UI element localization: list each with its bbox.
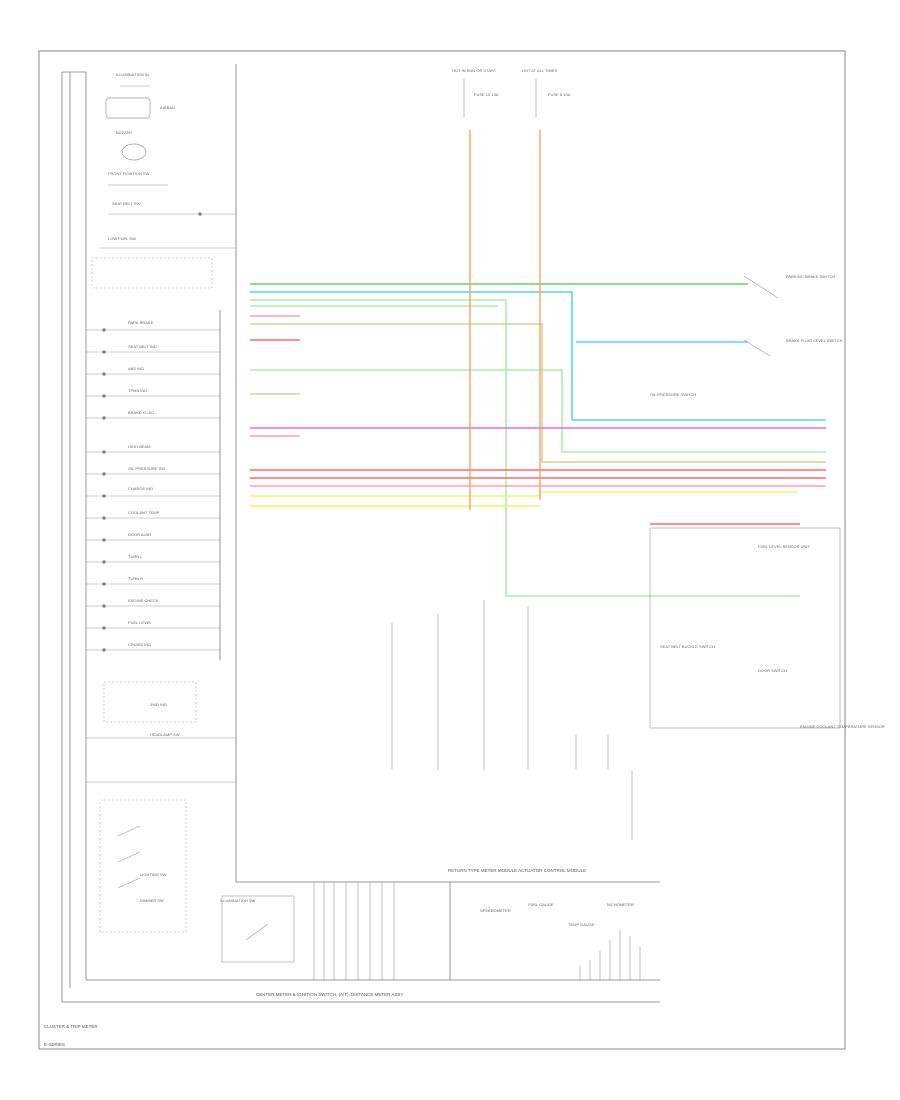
indicator-row: FUEL LEVEL	[86, 620, 220, 630]
left-label-seat-belt-sw: SEAT BELT SW	[112, 201, 141, 206]
buzzer-icon	[121, 143, 147, 161]
fuse-label-run-start: HOT IN RUN OR START	[452, 68, 497, 73]
indicator-row: PARK BRAKE	[86, 320, 220, 332]
airbag-lamp-icon	[105, 97, 151, 119]
indicator-row: CRUISE IND	[86, 642, 220, 652]
wire-harness	[250, 130, 826, 597]
component-oil-pressure: OIL PRESSURE SWITCH	[650, 392, 696, 397]
gauge-leads	[391, 600, 633, 840]
indicator-rows: PARK BRAKE SEAT BELT IND ABS IND TPMS IN…	[86, 310, 221, 660]
indicator-row: ABS IND	[86, 366, 220, 376]
left-label-low-fuel-sw: LOW FUEL SW	[108, 236, 136, 241]
indicator-label: TPMS IND	[128, 388, 147, 393]
left-label-headlamp-sw: HEADLAMP SW	[150, 732, 180, 737]
left-label-4wd-ind: 4WD IND	[150, 702, 167, 707]
indicator-label: ENGINE CHECK	[128, 598, 159, 603]
top-fuses: HOT IN RUN OR START FUSE 15 10A HOT AT A…	[452, 68, 571, 118]
meter-panel: ILLUMINATION SW SPEEDOMETER FUEL GAUGE T…	[220, 882, 641, 980]
indicator-row: TURN L	[86, 554, 220, 564]
left-label-airbag: AIRBAG	[160, 105, 175, 110]
cluster-frame	[61, 64, 660, 1003]
component-door-switch: DOOR SWITCH	[758, 668, 787, 673]
left-label-lighting-sw: LIGHTING SW	[140, 872, 167, 877]
indicator-label: FUEL LEVEL	[128, 620, 152, 625]
bus-lines	[313, 882, 395, 980]
component-brake-fluid: BRAKE FLUID LEVEL SWITCH	[786, 338, 843, 343]
indicator-row: TURN R	[86, 576, 220, 586]
meter-tachometer: TACHOMETER	[606, 902, 634, 907]
wire-cyan	[250, 291, 826, 421]
indicator-label: PARK BRAKE	[128, 320, 154, 325]
component-parking-brake: PARKING BRAKE SWITCH	[786, 274, 835, 279]
indicator-label: CRUISE IND	[128, 642, 151, 647]
right-components: PARKING BRAKE SWITCH BRAKE FLUID LEVEL S…	[649, 274, 885, 729]
wire-light-green	[250, 369, 826, 453]
left-label-illumination-in: ILLUMINATION IN	[116, 72, 149, 77]
left-label-front-position-sw: FRONT POSITION SW	[108, 171, 150, 176]
indicator-label: OIL PRESSURE SW	[128, 466, 165, 471]
center-label: RETURN TYPE METER MODULE ACTUATOR CONTRO…	[448, 868, 586, 873]
indicator-label: CHARGE IND	[128, 486, 153, 491]
fuse-label-all-times: HOT AT ALL TIMES	[522, 68, 557, 73]
left-label-dimmer-sw: DIMMER SW	[140, 898, 164, 903]
wire-yellow	[250, 491, 798, 497]
indicator-row: CHARGE IND	[86, 486, 220, 498]
indicator-label: TURN L	[128, 554, 143, 559]
indicator-row: ENGINE CHECK	[86, 598, 220, 608]
left-label-buzzer: BUZZER	[116, 130, 132, 135]
indicator-label: BRAKE FLUID	[128, 410, 154, 415]
wire-olive	[250, 323, 826, 463]
component-coolant-temp: ENGINE COOLANT TEMPERATURE SENSOR	[800, 724, 885, 729]
meter-speedometer: SPEEDOMETER	[480, 908, 511, 913]
indicator-row: TPMS IND	[86, 388, 220, 398]
indicator-row: OIL PRESSURE SW	[86, 466, 220, 476]
bottom-label: CENTER METER & IGNITION SWITCH, (A/T), D…	[256, 992, 403, 997]
indicator-label: DOOR AJAR	[128, 532, 151, 537]
indicator-row: DOOR AJAR	[86, 532, 220, 542]
indicator-label: COOLANT TEMP	[128, 510, 160, 515]
meter-fuel-gauge: FUEL GAUGE	[528, 902, 554, 907]
indicator-row: HIGH BEAM	[86, 444, 220, 454]
switch-box	[91, 257, 213, 289]
footer-caption: CLUSTER & TRIP METER	[44, 1024, 98, 1029]
diagram-border	[38, 50, 846, 1050]
fuse-value-all-times: FUSE 5 10A	[548, 92, 571, 97]
left-components: ILLUMINATION IN AIRBAG BUZZER FRONT POSI…	[91, 72, 236, 289]
component-fuel-level: FUEL LEVEL SENSOR UNIT	[758, 544, 810, 549]
indicator-row: COOLANT TEMP	[86, 510, 220, 520]
indicator-row: SEAT BELT IND	[86, 344, 220, 354]
fuse-value-run-start: FUSE 15 10A	[474, 92, 499, 97]
meter-temp-gauge: TEMP GAUGE	[568, 922, 595, 927]
indicator-label: TURN R	[128, 576, 143, 581]
indicator-label: HIGH BEAM	[128, 444, 150, 449]
wire-light-green	[250, 299, 800, 597]
indicator-label: SEAT BELT IND	[128, 344, 157, 349]
component-seat-belt-buckle: SEAT BELT BUCKLE SWITCH	[660, 644, 715, 649]
switch-illumination: ILLUMINATION SW	[220, 898, 255, 903]
lower-left-switches: 4WD IND HEADLAMP SW LIGHTING SW DIMMER S…	[86, 681, 236, 933]
indicator-row: BRAKE FLUID	[86, 410, 220, 420]
footer-page-mark: E-SERIES	[44, 1042, 65, 1047]
indicator-label: ABS IND	[128, 366, 144, 371]
